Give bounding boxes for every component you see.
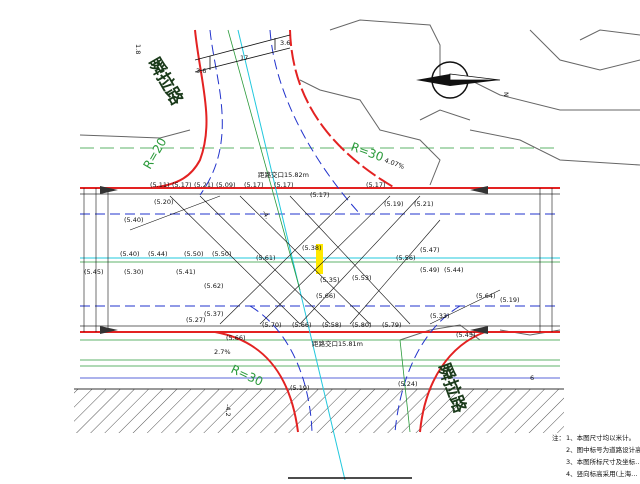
elevation-label: (5.66) [316, 292, 336, 300]
elevation-label: (5.17) [172, 181, 192, 189]
elevation-label: (5.66) [292, 321, 312, 329]
note-line: 4、竖向标高采用(上海… [566, 469, 638, 478]
elevation-label: (5.11) [150, 181, 170, 189]
dim-middle: 17 [240, 54, 248, 62]
dim-right: 3.6 [280, 39, 290, 47]
elevation-label: (5.21) [414, 200, 434, 208]
elevation-label: (5.66) [226, 334, 246, 342]
elevation-label: (5.79) [382, 321, 402, 329]
note-line: 1、本图尺寸均以米计。 [566, 433, 635, 442]
compass-needle-light [449, 73, 501, 81]
elevation-label: (5.44) [148, 250, 168, 258]
elevation-label: (5.70) [262, 321, 282, 329]
marker-top-left: 1.8 [134, 44, 142, 54]
slope-top-right: 4.07% [383, 156, 405, 171]
crossing-top-label: 距路交口15.82m [258, 170, 309, 179]
north-label: N [502, 92, 510, 97]
elevation-label: (5.49) [420, 266, 440, 274]
elevation-label: (5.17) [274, 181, 294, 189]
center-marker [316, 244, 323, 274]
notes-header: 注： [552, 433, 565, 442]
elevation-label: (5.53) [352, 274, 372, 282]
left-dimension-strip [83, 188, 553, 332]
elevation-label: (5.64) [476, 292, 496, 300]
elevation-label: (5.45) [456, 331, 476, 339]
elevation-label: (5.45) [84, 268, 104, 276]
street-name-top: 瞬拉路 [144, 54, 188, 110]
elevation-label: (5.33) [430, 312, 450, 320]
crossing-bottom-label: 距路交口15.81m [312, 339, 363, 348]
elevation-label: (5.38) [302, 244, 322, 252]
elevation-label: (5.27) [186, 316, 206, 324]
elevation-label: (5.17) [244, 181, 264, 189]
elevation-label: (5.19) [290, 384, 310, 392]
marker-side: -4.2 [224, 404, 232, 417]
elevation-label: (5.61) [256, 254, 276, 262]
elevation-label: (5.50) [212, 250, 232, 258]
elevation-label: (5.30) [124, 268, 144, 276]
elevation-label: (5.17) [366, 181, 386, 189]
elevation-label: (5.58) [322, 321, 342, 329]
elevation-label: (5.40) [120, 250, 140, 258]
elevation-label: (5.62) [204, 282, 224, 290]
note-line: 2、图中标号为道路设计高程。 [566, 445, 640, 454]
land-outlines [79, 19, 640, 341]
hatched-area [74, 389, 564, 433]
lane-marks [100, 186, 488, 334]
elevation-label: (5.17) [310, 191, 330, 199]
elevation-label: (5.19) [384, 200, 404, 208]
grading-grid [129, 195, 501, 325]
north-arrow: N [416, 61, 510, 99]
elevation-label: (5.44) [444, 266, 464, 274]
elevation-label: (5.35) [320, 276, 340, 284]
elevation-label: (5.09) [216, 181, 236, 189]
dim-left: 3.6 [196, 67, 206, 75]
elevation-label: (5.24) [398, 380, 418, 388]
cross-road-top [149, 29, 396, 481]
elevation-label: (5.47) [420, 246, 440, 254]
note-line: 3、本图所标尺寸及坐标… [566, 457, 640, 466]
elevation-label: (5.20) [154, 198, 174, 206]
top-dimension [194, 34, 291, 73]
elevation-label: (5.40) [124, 216, 144, 224]
elevation-label: (5.37) [204, 310, 224, 318]
elevation-label: (5.41) [176, 268, 196, 276]
slope-bottom-left: 2.7% [214, 348, 231, 356]
marker-mid: -4. [260, 209, 271, 220]
elevation-label: (5.56) [396, 254, 416, 262]
notes-block: 注： 1、本图尺寸均以米计。 2、图中标号为道路设计高程。 3、本图所标尺寸及坐… [552, 433, 640, 478]
right-dimension: 6 [530, 374, 534, 382]
elevation-label: (5.19) [500, 296, 520, 304]
elevation-labels: (5.11) (5.17) (5.21) (5.09) (5.17) (5.17… [84, 181, 520, 392]
elevation-label: (5.80) [352, 321, 372, 329]
elevation-label: (5.50) [184, 250, 204, 258]
elevation-label: (5.21) [194, 181, 214, 189]
radius-left: R=20 [140, 135, 169, 171]
